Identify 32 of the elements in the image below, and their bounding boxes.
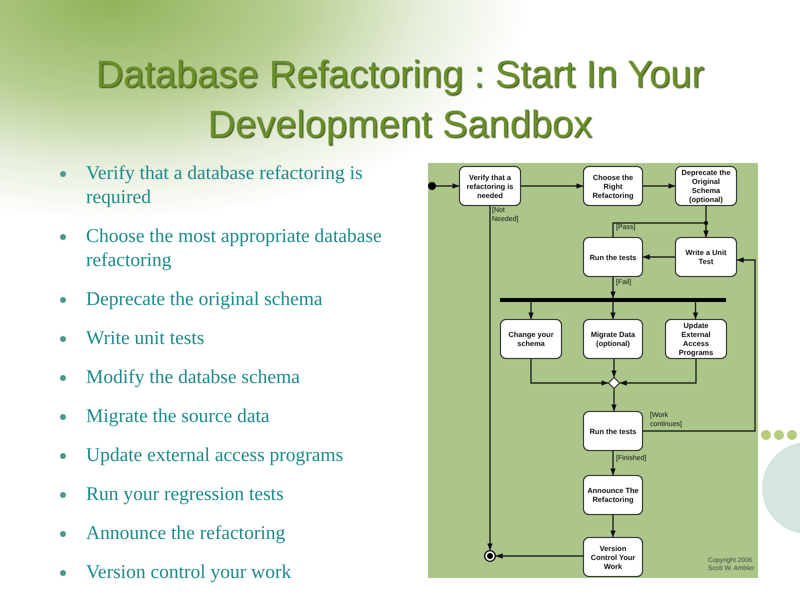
arrow	[643, 257, 756, 432]
bullet-text: Version control your work	[86, 562, 292, 583]
bullet-text: Run your regression tests	[86, 484, 284, 505]
arrow	[643, 183, 676, 189]
bullet-text: Choose the most appropriate database refactoring	[86, 226, 382, 271]
arrow	[610, 302, 616, 320]
fork-bar	[500, 298, 726, 302]
merge-diamond	[608, 377, 620, 389]
bullet-text: Verify that a database refactoring is required	[86, 163, 363, 208]
arrow	[692, 302, 698, 320]
arrow	[620, 359, 697, 386]
arrow	[611, 389, 617, 412]
arrow	[530, 359, 608, 386]
arrow	[612, 222, 709, 238]
arrow	[610, 515, 616, 538]
arrow	[496, 553, 583, 559]
arrow	[528, 302, 534, 320]
arrow	[610, 451, 616, 476]
bullet-text: Write unit tests	[86, 328, 204, 349]
arrow	[487, 206, 493, 550]
arrow	[611, 359, 617, 378]
arrow	[436, 183, 460, 189]
start-node	[428, 182, 436, 190]
arrow	[642, 254, 675, 260]
arrow	[610, 277, 616, 298]
bullet-text: Deprecate the original schema	[86, 289, 323, 310]
bullet-text: Announce the refactoring	[86, 523, 286, 544]
slide-title: Database Refactoring : Start In Your Development Sandbox	[94, 53, 706, 148]
bullet-text: Update external access programs	[86, 445, 344, 466]
arrow	[521, 183, 584, 189]
bullet-text: Modify the databse schema	[86, 367, 300, 388]
bullet-text: Migrate the source data	[86, 406, 270, 427]
